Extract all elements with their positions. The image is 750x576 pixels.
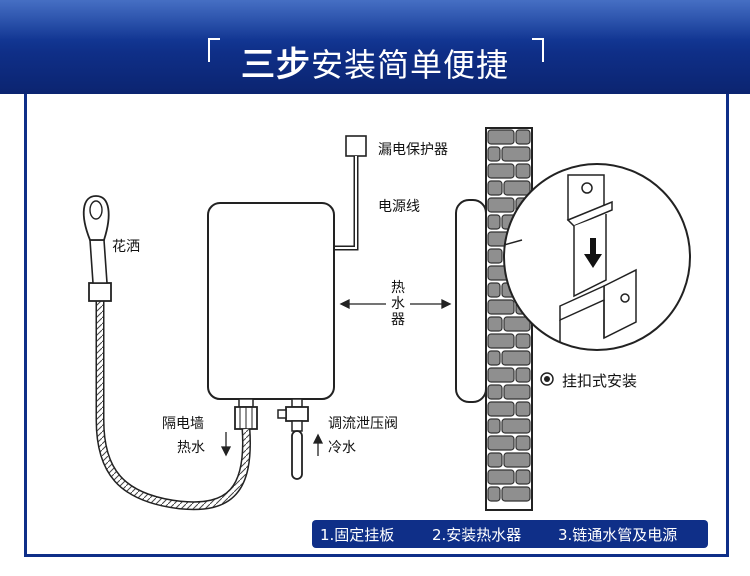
label-leakage-protector: 漏电保护器 xyxy=(378,142,448,158)
brick-wall xyxy=(485,127,533,511)
label-shower: 花洒 xyxy=(112,239,140,255)
step-3: 3.链通水管及电源 xyxy=(558,526,678,544)
label-heater-1: 热 xyxy=(391,280,405,296)
label-hanging-install: 挂扣式安装 xyxy=(562,372,638,390)
label-hot-water: 热水 xyxy=(177,440,205,456)
title-bold: 三步 xyxy=(240,45,311,85)
page-title: 三步安装简单便捷 xyxy=(0,37,750,86)
water-heater xyxy=(207,202,335,400)
banner-gloss xyxy=(0,0,750,40)
label-flow-valve: 调流泄压阀 xyxy=(328,416,398,432)
label-heater-2: 水 xyxy=(391,296,405,312)
label-heater-3: 器 xyxy=(391,312,405,328)
step-1: 1.固定挂板 xyxy=(320,526,395,544)
flow-arrows xyxy=(220,432,324,457)
content-frame xyxy=(24,94,729,557)
heater-side-view xyxy=(455,199,487,403)
leakage-protector-box xyxy=(345,135,367,157)
heater-dimension-arrows xyxy=(339,298,452,310)
label-isolation-wall: 隔电墙 xyxy=(162,416,204,432)
step-2: 2.安装热水器 xyxy=(432,526,522,544)
hanging-bracket-detail xyxy=(503,163,691,351)
title-bracket-left xyxy=(208,38,220,62)
label-power-cord: 电源线 xyxy=(378,199,420,215)
header-banner: 三步安装简单便捷 xyxy=(0,0,750,94)
hot-water-fitting xyxy=(234,398,258,430)
shower-head xyxy=(82,195,112,302)
steps-bar: 1.固定挂板 2.安装热水器 3.链通水管及电源 xyxy=(312,520,708,548)
label-cold-water: 冷水 xyxy=(328,440,356,456)
title-rest: 安装简单便捷 xyxy=(310,46,509,84)
title-bracket-right xyxy=(532,38,544,62)
power-cord xyxy=(334,156,359,251)
flow-valve xyxy=(277,398,309,480)
